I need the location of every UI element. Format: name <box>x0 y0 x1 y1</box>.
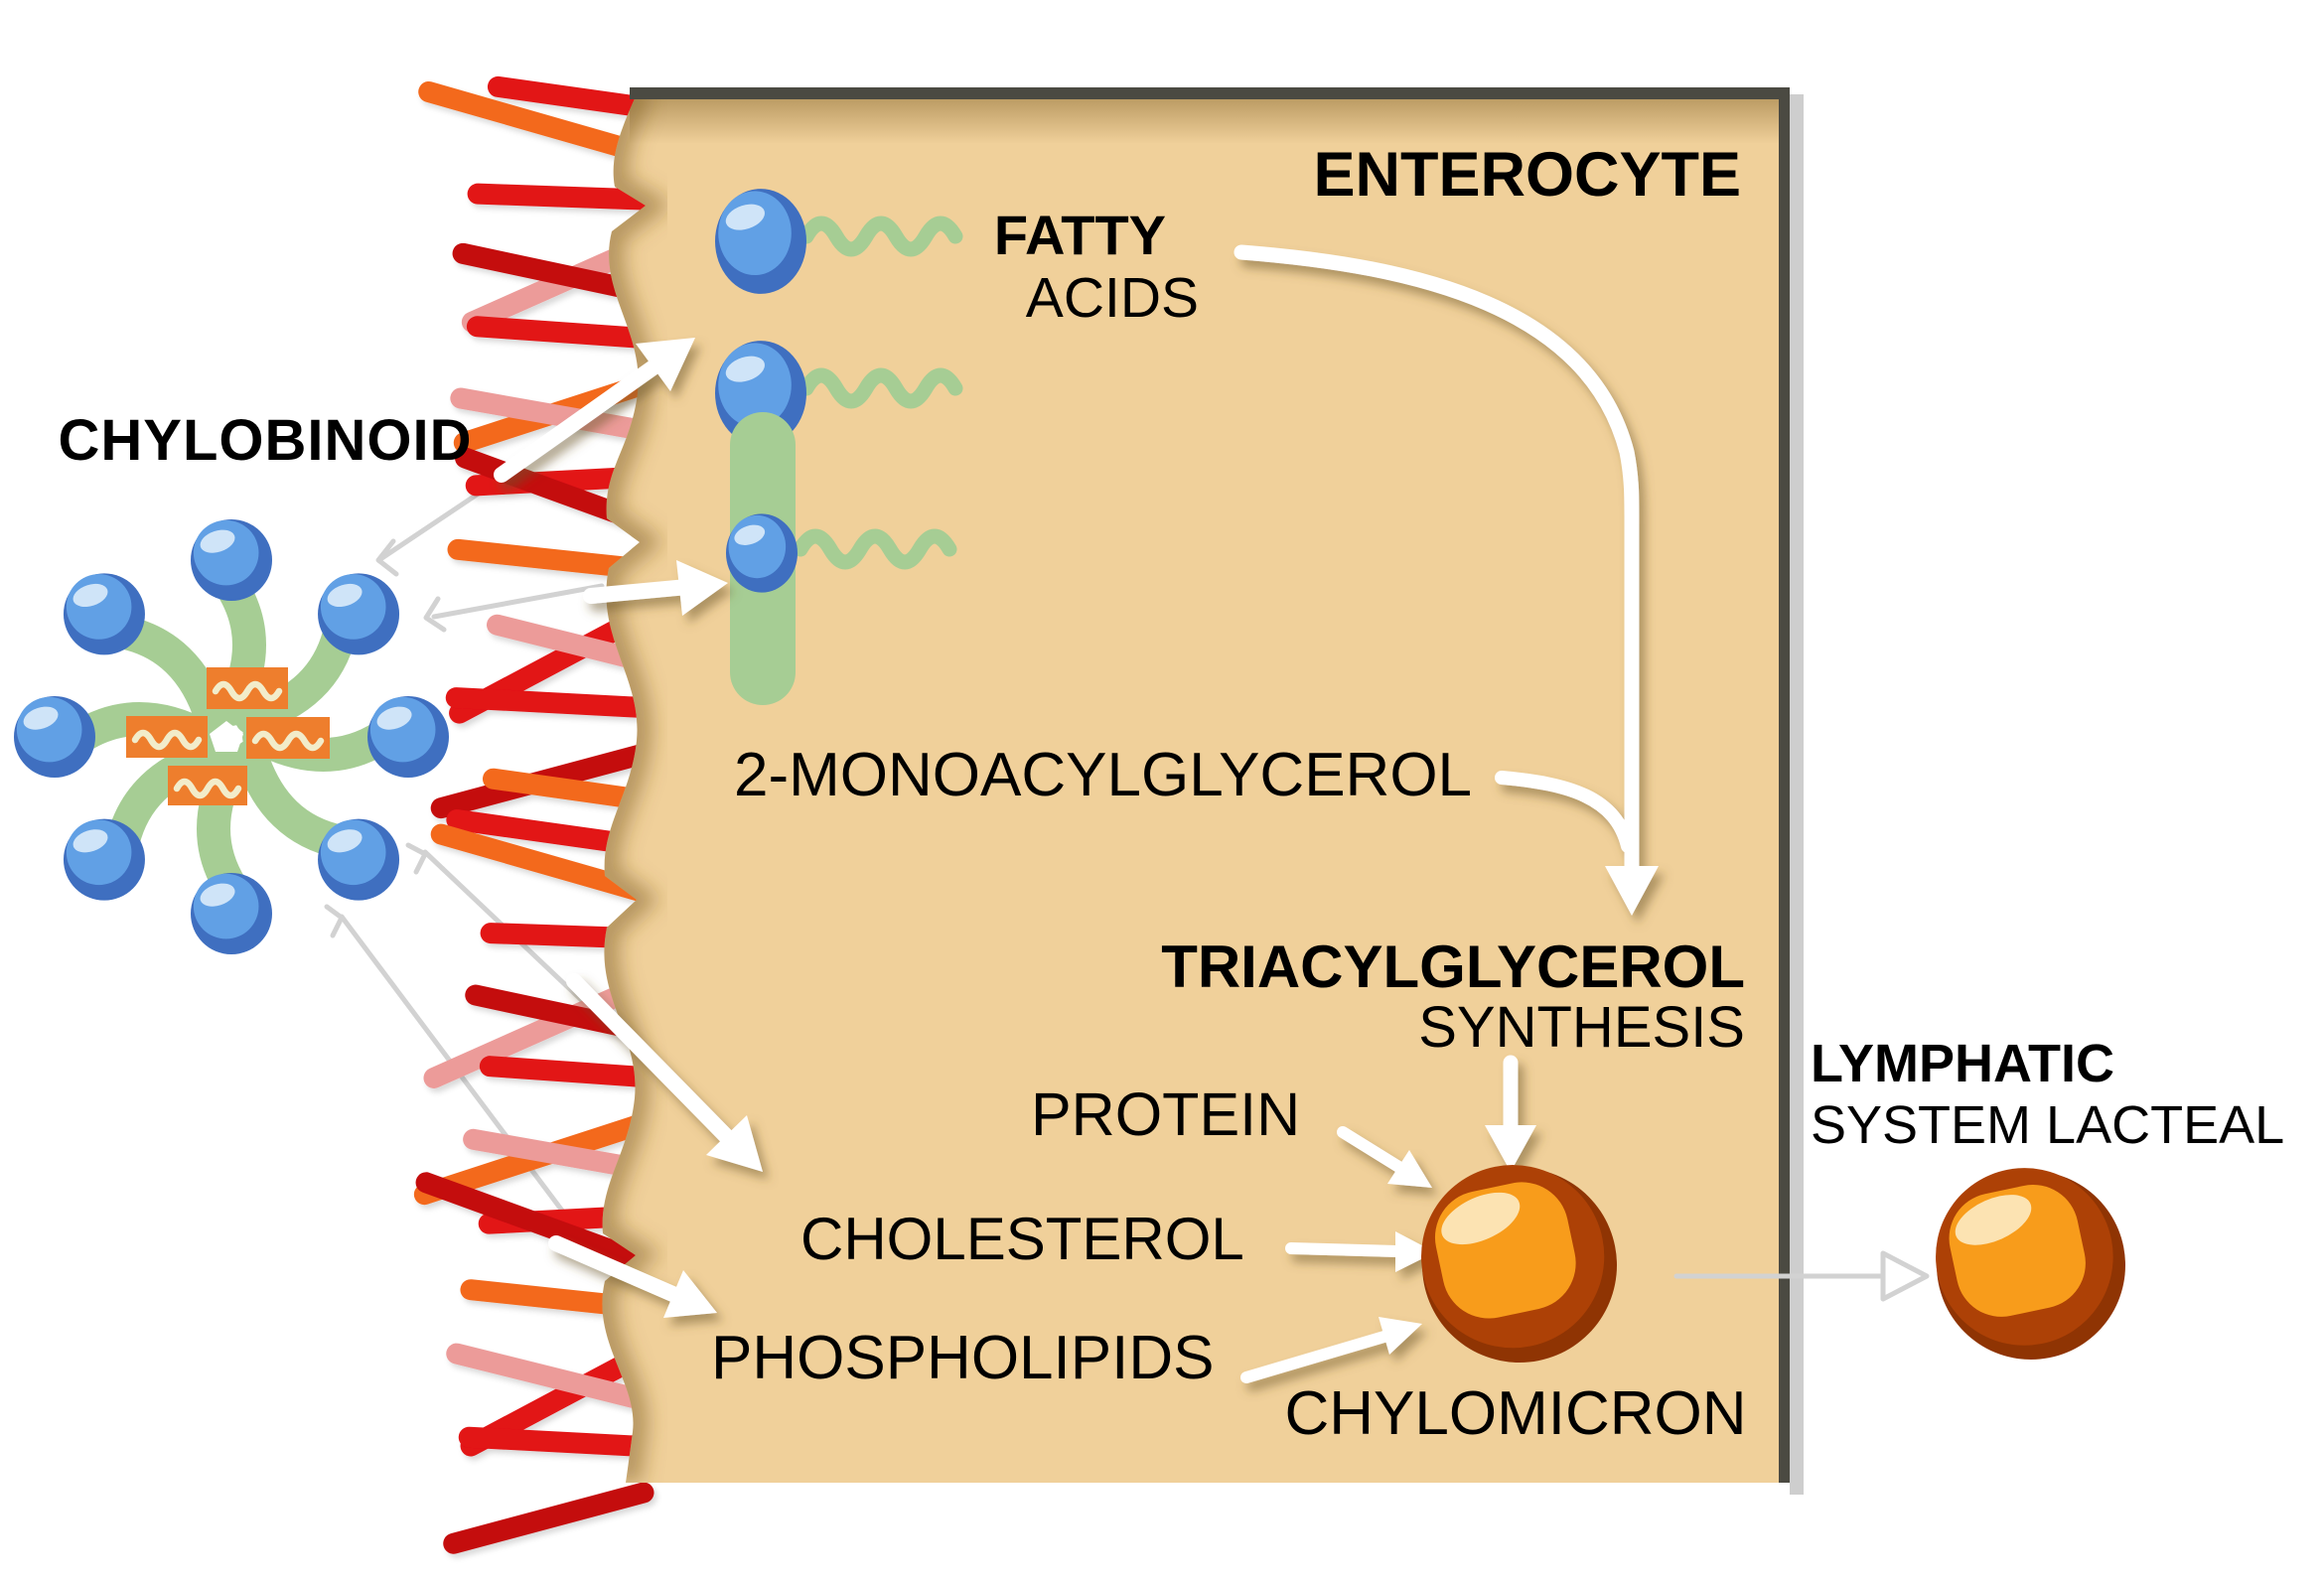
microvillus <box>445 687 654 718</box>
monoacylglycerol-molecule <box>726 412 957 705</box>
microvillus <box>482 768 654 810</box>
label-chylobinoid: CHYLOBINOID <box>59 408 473 473</box>
micelle-head-sphere <box>63 573 145 655</box>
microvillus <box>418 80 654 164</box>
arrow-fatty-acids-to-triacylglycerol <box>1234 244 1659 916</box>
microvillus <box>415 1172 654 1272</box>
micelle-head-sphere <box>318 818 400 901</box>
fatty-acid-head <box>715 341 806 446</box>
monoacylglycerol-head <box>726 513 798 593</box>
fatty-acid-head <box>715 189 806 294</box>
label-chylomicron: CHYLOMICRON <box>1284 1379 1746 1448</box>
cell-drop-shadow <box>1790 94 1804 1495</box>
arrow-micelle-to-phospholipids <box>548 1235 717 1318</box>
micelle-head-sphere <box>14 696 95 778</box>
cell-right-border <box>1779 87 1790 1483</box>
arrow-micelle-to-monoacylglycerol <box>583 560 728 616</box>
microvillus <box>450 387 654 441</box>
label-lymphatic: LYMPHATIC <box>1811 1034 2114 1093</box>
microvillus <box>443 1482 654 1554</box>
micelle-head-sphere <box>318 573 400 655</box>
lipid-core-wave <box>131 729 203 751</box>
label-protein: PROTEIN <box>1031 1080 1300 1148</box>
label-phospholipids: PHOSPHOLIPIDS <box>711 1324 1214 1392</box>
arrow-branch-monoacylglycerol <box>1495 771 1635 853</box>
microvillus <box>430 823 654 903</box>
label-triacylglycerol: TRIACYLGLYCEROL <box>1161 934 1745 1000</box>
arrow-synthesis-to-chylomicron <box>1485 1055 1536 1172</box>
microvillus <box>463 1128 654 1180</box>
chylomicron-sphere <box>1421 1165 1617 1363</box>
micelle-head-sphere <box>191 873 272 954</box>
fatty-acid-molecules <box>715 189 963 446</box>
micelle-center-hole <box>210 721 243 752</box>
arrow-protein-to-chylomicron <box>1337 1126 1432 1188</box>
microvillus <box>487 614 654 672</box>
microvillus <box>487 75 654 118</box>
label-cholesterol: CHOLESTEROL <box>800 1206 1244 1272</box>
microvillus <box>466 316 654 349</box>
cell-top-border <box>630 87 1790 99</box>
fatty-acid-tail <box>799 367 963 409</box>
microvillus <box>458 1426 654 1457</box>
microvillus <box>423 974 654 1088</box>
label-system-lacteal: SYSTEM LACTEAL <box>1811 1095 2284 1155</box>
lipid-core-wave <box>251 730 325 752</box>
arrow-cholesterol-to-chylomicron <box>1285 1231 1435 1272</box>
arrow-micelle-to-cell-mid <box>566 973 763 1172</box>
micelle-head-sphere <box>367 696 449 778</box>
label-monoacylglycerol: 2-MONOACYLGLYCEROL <box>734 741 1472 809</box>
fatty-acid-tail <box>799 216 963 257</box>
lipid-core-wave <box>212 680 283 702</box>
label-acids: ACIDS <box>1026 266 1199 330</box>
white-arrows <box>494 244 1659 1383</box>
label-fatty: FATTY <box>994 204 1166 266</box>
label-synthesis: SYNTHESIS <box>1418 995 1745 1060</box>
micelle-head-sphere <box>191 519 272 601</box>
lacteal-chylomicron-sphere <box>1936 1168 2125 1360</box>
microvillus <box>479 1056 654 1087</box>
microvillus <box>446 1343 654 1411</box>
arrow-micelle-to-fatty-acids <box>494 338 695 483</box>
micelle-head-sphere <box>63 818 145 901</box>
arrow-chylomicron-to-lacteal <box>1673 1250 1930 1302</box>
micelle-chylobinoid <box>14 519 449 954</box>
microvillus <box>467 183 654 211</box>
arrow-phospholipids-to-chylomicron <box>1240 1317 1422 1383</box>
lipid-core-wave <box>173 778 242 799</box>
monoacylglycerol-tail <box>793 528 957 570</box>
label-enterocyte: ENTEROCYTE <box>1313 140 1741 210</box>
